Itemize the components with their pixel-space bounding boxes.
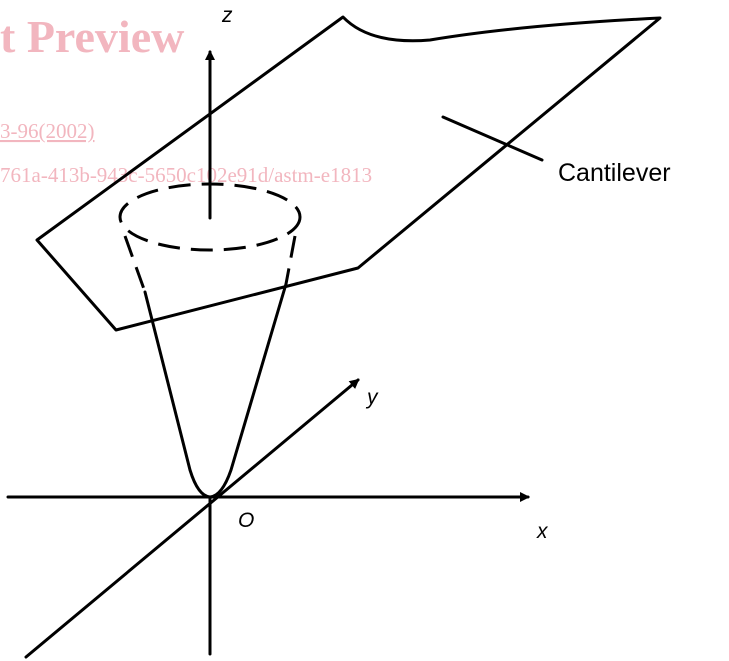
cantilever-label: Cantilever bbox=[558, 159, 671, 187]
y-axis-label: y bbox=[365, 386, 379, 409]
x-axis-label: x bbox=[536, 520, 549, 543]
watermark-line-1: 3-96(2002) bbox=[0, 119, 94, 143]
y-axis-arrow bbox=[24, 378, 360, 659]
watermark-line-2: 761a-413b-943c-5650c102e91d/astm-e1813 bbox=[0, 163, 372, 187]
origin-label: O bbox=[238, 509, 254, 532]
tip-base-ellipse bbox=[118, 182, 302, 252]
tip-hidden-edge-left bbox=[123, 235, 147, 293]
watermark-title: t Preview bbox=[0, 11, 184, 62]
cantilever-leader-line bbox=[441, 115, 544, 162]
tip-hidden-edge-right bbox=[284, 235, 297, 285]
cantilever-plate bbox=[35, 15, 662, 332]
z-axis-label: z bbox=[221, 4, 233, 27]
